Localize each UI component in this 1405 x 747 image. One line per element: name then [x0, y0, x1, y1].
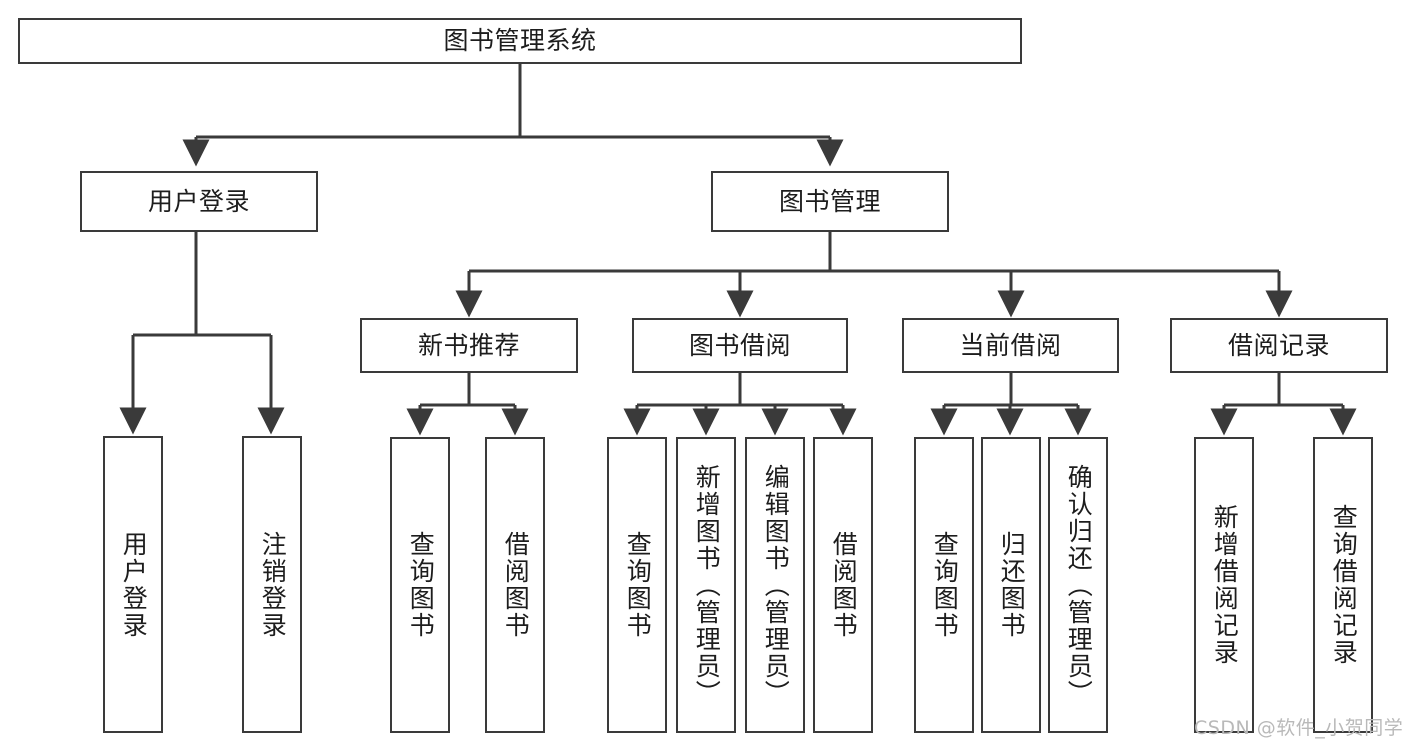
node-current-borrow[interactable]: 当前借阅 [902, 318, 1119, 373]
node-book-borrow[interactable]: 图书借阅 [632, 318, 848, 373]
node-leaf-logout[interactable]: 注销登录 [242, 436, 302, 733]
node-leaf-query-book-recommend[interactable]: 查询图书 [390, 437, 450, 733]
node-label: 图书管理系统 [443, 26, 597, 56]
node-leaf-add-book-admin[interactable]: 新增图书（管理员） [676, 437, 736, 733]
node-label: 用户登录 [119, 530, 149, 639]
node-new-book-recommend[interactable]: 新书推荐 [360, 318, 578, 373]
node-label: 新增图书（管理员） [692, 463, 722, 707]
node-label: 归还图书 [997, 531, 1027, 639]
node-leaf-confirm-return-admin[interactable]: 确认归还（管理员） [1048, 437, 1108, 733]
node-label: 查询借阅记录 [1329, 504, 1359, 666]
node-root-system[interactable]: 图书管理系统 [18, 18, 1022, 64]
node-label: 图书管理 [778, 186, 881, 216]
node-leaf-borrow-book[interactable]: 借阅图书 [813, 437, 873, 733]
node-leaf-borrow-book-recommend[interactable]: 借阅图书 [485, 437, 545, 733]
node-leaf-query-book-borrow[interactable]: 查询图书 [607, 437, 667, 733]
node-leaf-user-login[interactable]: 用户登录 [103, 436, 163, 733]
node-leaf-return-book[interactable]: 归还图书 [981, 437, 1041, 733]
node-label: 编辑图书（管理员） [761, 463, 791, 707]
node-label: 查询图书 [930, 531, 960, 639]
node-label: 借阅图书 [829, 531, 859, 639]
node-leaf-edit-book-admin[interactable]: 编辑图书（管理员） [745, 437, 805, 733]
node-label: 借阅图书 [501, 531, 531, 639]
node-label: 当前借阅 [959, 330, 1062, 360]
node-label: 新书推荐 [417, 330, 520, 360]
node-label: 图书借阅 [688, 330, 791, 360]
node-label: 新增借阅记录 [1210, 504, 1240, 666]
node-user-login[interactable]: 用户登录 [80, 171, 318, 232]
node-label: 用户登录 [147, 186, 250, 216]
node-label: 确认归还（管理员） [1064, 463, 1094, 707]
node-leaf-query-borrow-record[interactable]: 查询借阅记录 [1313, 437, 1373, 733]
node-label: 借阅记录 [1227, 330, 1330, 360]
node-leaf-add-borrow-record[interactable]: 新增借阅记录 [1194, 437, 1254, 733]
node-label: 查询图书 [406, 531, 436, 639]
node-book-management[interactable]: 图书管理 [711, 171, 949, 232]
node-leaf-query-book-current[interactable]: 查询图书 [914, 437, 974, 733]
node-borrow-record[interactable]: 借阅记录 [1170, 318, 1388, 373]
node-label: 注销登录 [258, 530, 288, 639]
node-label: 查询图书 [623, 531, 653, 639]
